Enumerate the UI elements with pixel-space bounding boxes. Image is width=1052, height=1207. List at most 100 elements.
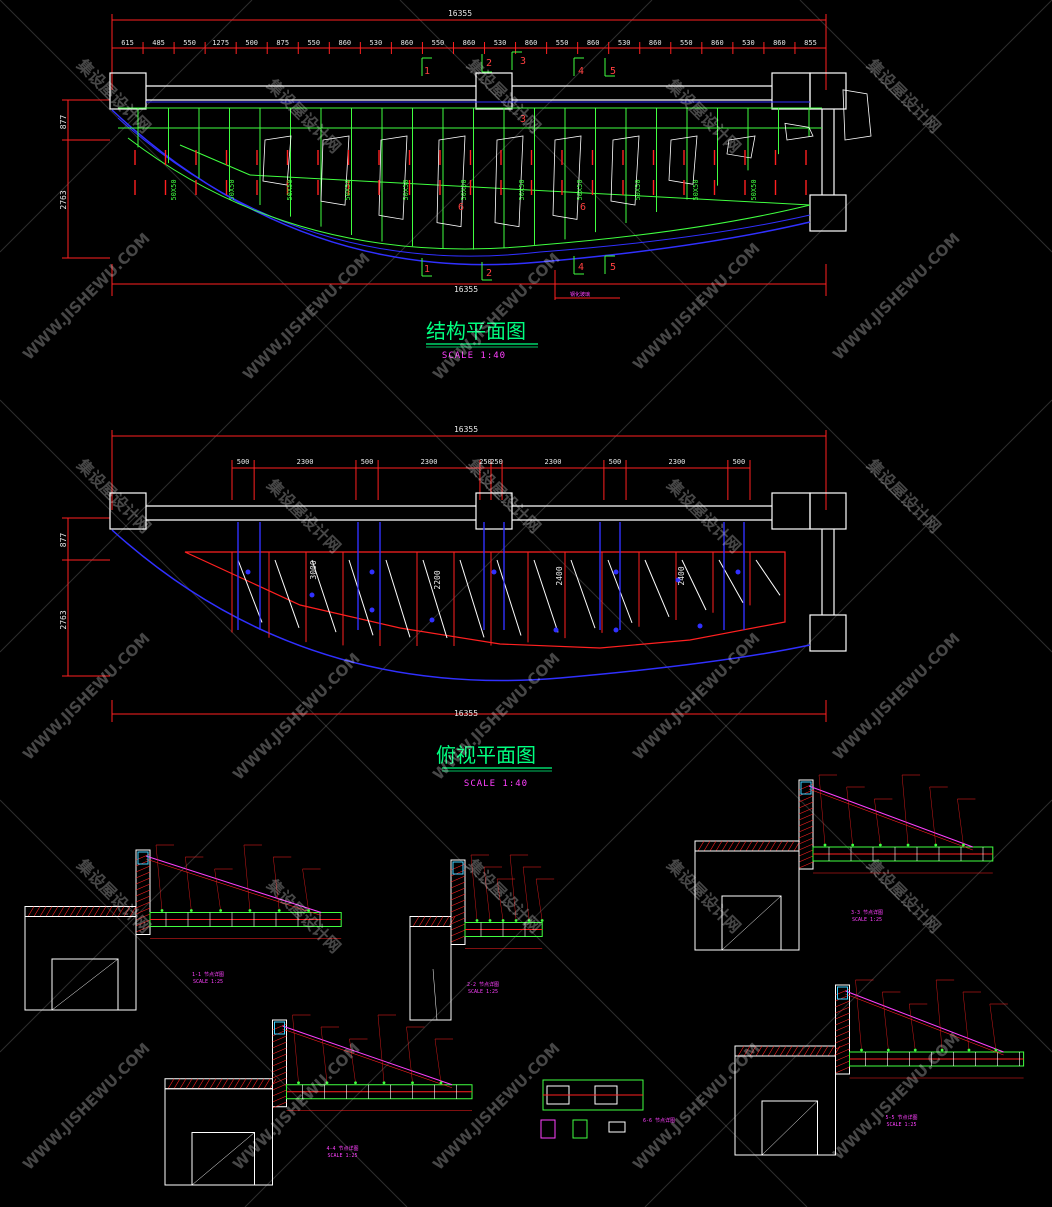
plan2-inner-h4: 2400 [677, 566, 686, 585]
plan2-inner-h3: 2400 [555, 566, 564, 585]
inner-mark-6b: 6 [580, 202, 586, 213]
watermark-en-10: WWW.JISHEWU.COM [19, 1039, 153, 1173]
watermark-cn-11: 集设屋设计网 [263, 875, 345, 957]
watermark-cn-3: 集设屋设计网 [663, 75, 745, 157]
plan1-beam-label-3: 50X50 [344, 179, 352, 200]
plan1-beam-label-7: 50X50 [576, 179, 584, 200]
plan2-dim-2: 500 [361, 458, 374, 466]
plan1-dim-5: 875 [276, 39, 289, 47]
plan1-dim-18: 550 [680, 39, 693, 47]
plan1-dim-6: 550 [307, 39, 320, 47]
plan2-dim-6: 2300 [545, 458, 562, 466]
plan2-dim-7: 500 [609, 458, 622, 466]
plan1-dim-12: 530 [494, 39, 507, 47]
watermark-cn-4: 集设屋设计网 [863, 55, 945, 137]
plan1-total-bottom: 16355 [454, 285, 478, 294]
watermark-cn-9: 集设屋设计网 [863, 455, 945, 537]
watermark-cn-6: 集设屋设计网 [263, 475, 345, 557]
plan1-dim-10: 550 [432, 39, 445, 47]
section-mark-5-bottom: 5 [610, 262, 616, 273]
inner-mark-3: 3 [520, 114, 526, 125]
plan1-left-upper: 877 [59, 115, 68, 130]
plan1-dim-13: 860 [525, 39, 538, 47]
plan1-dim-22: 855 [804, 39, 817, 47]
plan2-dim-4: 250 [479, 458, 492, 466]
section-mark-3-top: 3 [520, 56, 526, 67]
watermark-en-13: WWW.JISHEWU.COM [629, 1039, 763, 1173]
plan1-beam-label-4: 50X50 [402, 179, 410, 200]
watermark-en-0: WWW.JISHEWU.COM [19, 229, 153, 363]
watermark-en-2: WWW.JISHEWU.COM [429, 249, 563, 383]
section-mark-4-top: 4 [578, 66, 584, 77]
watermark-cn-5: 集设屋设计网 [73, 455, 155, 537]
plan1-beam-label-6: 50X50 [518, 179, 526, 200]
plan2-dim-3: 2300 [421, 458, 438, 466]
plan2-inner-h1: 3000 [309, 560, 318, 579]
section-mark-2-top: 2 [486, 58, 492, 69]
plan1-dim-11: 860 [463, 39, 476, 47]
watermark-cn-0: 集设屋设计网 [73, 55, 155, 137]
plan1-bottom-note: 钢化玻璃 [570, 291, 590, 298]
plan1-dim-14: 550 [556, 39, 569, 47]
plan1-beam-label-5: 50X50 [460, 179, 468, 200]
plan2-dim-0: 500 [237, 458, 250, 466]
plan1-dim-0: 615 [121, 39, 134, 47]
plan1-beam-label-2: 50X50 [286, 179, 294, 200]
watermark-cn-10: 集设屋设计网 [73, 855, 155, 937]
plan1-dim-8: 530 [370, 39, 383, 47]
plan1-dim-1: 485 [152, 39, 165, 47]
plan1-left-lower: 2763 [59, 190, 68, 209]
plan1-dim-15: 860 [587, 39, 600, 47]
watermark-en-6: WWW.JISHEWU.COM [229, 649, 363, 783]
detail-4-label: 4-4 节点详图 [326, 1145, 358, 1152]
plan1-scale: SCALE 1:40 [442, 351, 506, 361]
plan2-dim-1: 2300 [297, 458, 314, 466]
detail-4-scale: SCALE 1:25 [327, 1153, 357, 1159]
section-mark-2-bottom: 2 [486, 268, 492, 279]
plan2-scale: SCALE 1:40 [464, 779, 528, 789]
plan1-dim-3: 1275 [212, 39, 229, 47]
plan2-total-top: 16355 [454, 425, 478, 434]
plan1-dim-2: 550 [183, 39, 196, 47]
plan1-dim-16: 530 [618, 39, 631, 47]
detail-1-scale: SCALE 1:25 [193, 979, 223, 985]
plan1-beam-label-8: 50X50 [634, 179, 642, 200]
plan2-dim-8: 2300 [669, 458, 686, 466]
plan2-total-bottom: 16355 [454, 709, 478, 718]
watermark-en-1: WWW.JISHEWU.COM [239, 249, 373, 383]
watermark-cn-14: 集设屋设计网 [863, 855, 945, 937]
plan2-dim-9: 500 [733, 458, 746, 466]
plan1-total-top: 16355 [448, 9, 472, 18]
watermark-en-3: WWW.JISHEWU.COM [629, 239, 763, 373]
plan2-dim-5: 250 [490, 458, 503, 466]
plan2-title: 俯视平面图 [436, 743, 536, 767]
plan1-dim-20: 530 [742, 39, 755, 47]
plan1-dim-19: 860 [711, 39, 724, 47]
plan1-dim-9: 860 [401, 39, 414, 47]
detail-5-scale: SCALE 1:25 [886, 1122, 916, 1128]
plan1-beam-label-1: 50X50 [228, 179, 236, 200]
watermark-en-9: WWW.JISHEWU.COM [829, 629, 963, 763]
plan1-beam-label-9: 50X50 [692, 179, 700, 200]
watermark-cn-8: 集设屋设计网 [663, 475, 745, 557]
plan2-left-lower: 2763 [59, 610, 68, 629]
detail-6: 6-6 节点详图 [540, 1079, 675, 1139]
plan1-dim-21: 860 [773, 39, 786, 47]
detail-3-label: 3-3 节点详图 [851, 909, 883, 916]
section-mark-5-top: 5 [610, 66, 616, 77]
plan1-beam-label-10: 50X50 [750, 179, 758, 200]
section-mark-1-bottom: 1 [424, 264, 430, 275]
detail-2-scale: SCALE 1:25 [468, 989, 498, 995]
detail-6-label: 6-6 节点详图 [643, 1117, 675, 1124]
